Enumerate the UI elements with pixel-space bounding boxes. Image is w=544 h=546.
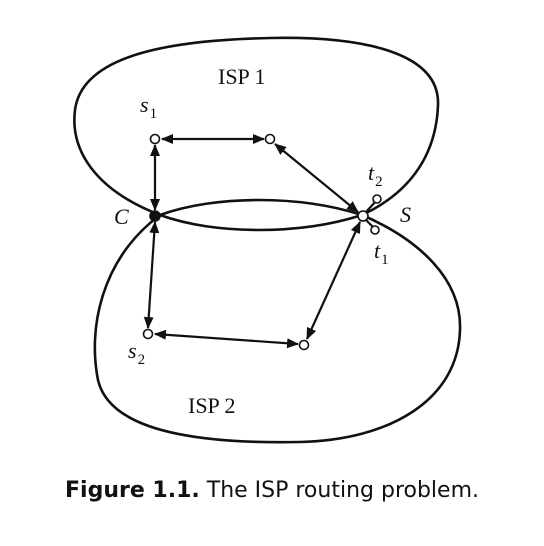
label-S: S (400, 202, 411, 227)
figure-caption: Figure 1.1. The ISP routing problem. (0, 478, 544, 503)
caption-text: The ISP routing problem. (206, 478, 479, 503)
isp2-label: ISP 2 (188, 393, 235, 418)
isp2-region (93, 213, 462, 444)
node-a1 (264, 133, 276, 145)
label-s1: s1 (140, 92, 157, 122)
node-C (149, 210, 161, 222)
edge-a1-S (274, 143, 359, 213)
edge-s2-b1 (154, 329, 299, 349)
node-s2 (142, 328, 154, 340)
node-t2 (372, 194, 382, 204)
label-t2: t2 (368, 160, 383, 190)
node-S (357, 210, 369, 222)
edge-C-s2 (143, 221, 160, 329)
node-s1 (149, 133, 161, 145)
label-t1: t1 (374, 238, 389, 268)
isp1-label: ISP 1 (218, 64, 265, 89)
label-s2: s2 (128, 338, 145, 368)
node-b1 (298, 339, 310, 351)
figure-number: Figure 1.1. (65, 478, 200, 503)
node-t1 (370, 225, 380, 235)
label-C: C (114, 204, 129, 229)
edge-b1-S (305, 221, 362, 340)
